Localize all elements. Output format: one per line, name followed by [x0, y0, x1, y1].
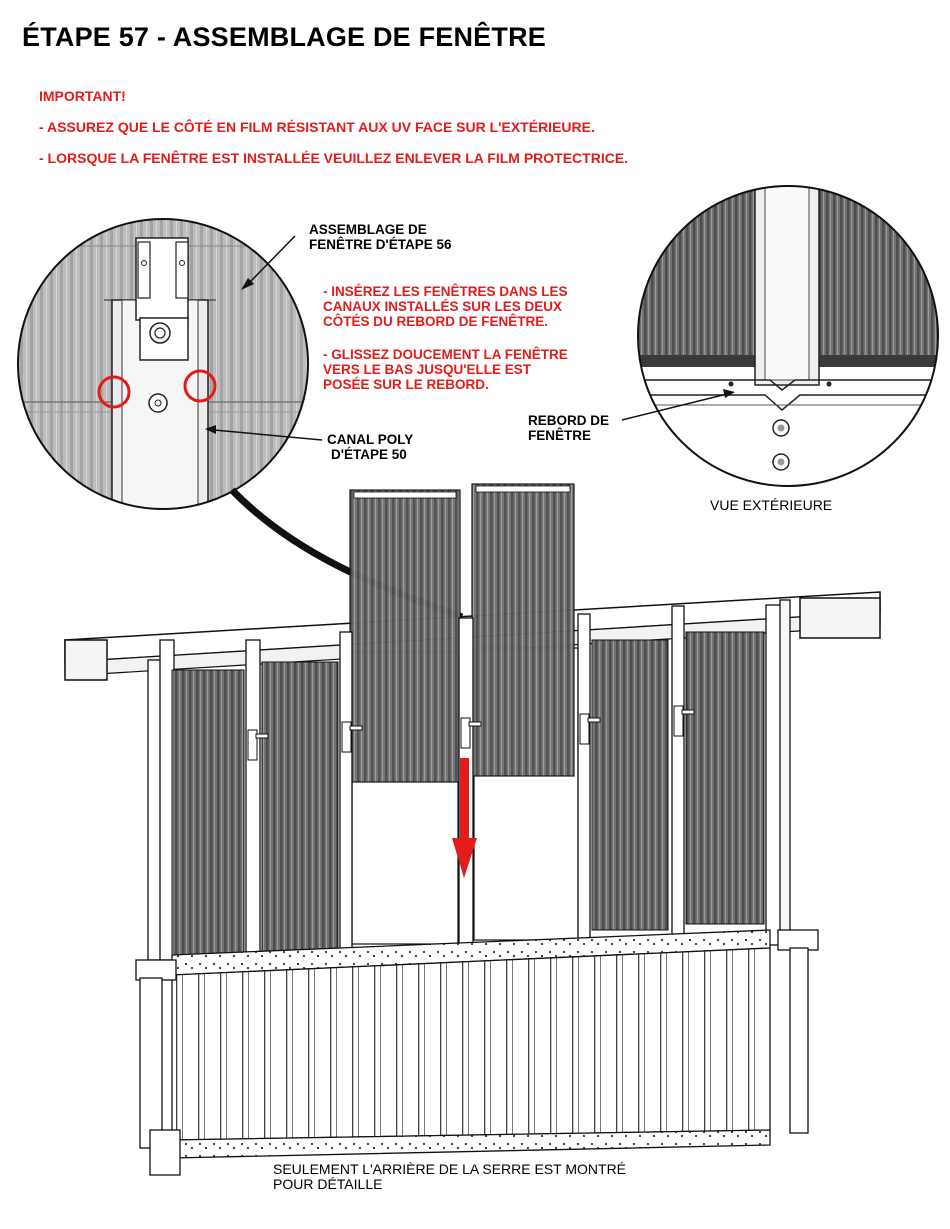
page-title: ÉTAPE 57 - ASSEMBLAGE DE FENÊTRE: [22, 22, 546, 52]
insert-windows-instruction: - INSÉREZ LES FENÊTRES DANS LES CANAUX I…: [323, 284, 568, 329]
callout-window-ledge: REBORD DE FENÊTRE: [528, 413, 610, 443]
slide-window-instruction: - GLISSEZ DOUCEMENT LA FENÊTRE VERS LE B…: [323, 347, 568, 392]
callout-poly-channel: CANAL POLY D'ÉTAPE 50: [327, 432, 414, 462]
detail-circle-left: [18, 219, 308, 509]
callout-assembly-step56: ASSEMBLAGE DE FENÊTRE D'ÉTAPE 56: [309, 222, 452, 252]
footer-note: SEULEMENT L'ARRIÈRE DE LA SERRE EST MONT…: [273, 1161, 627, 1192]
detail-circle-right: [638, 186, 938, 486]
important-heading: IMPORTANT!: [39, 88, 126, 104]
uv-film-note: - ASSUREZ QUE LE CÔTÉ EN FILM RÉSISTANT …: [39, 119, 595, 135]
protective-film-note: - LORSQUE LA FENÊTRE EST INSTALLÉE VEUIL…: [39, 150, 629, 166]
exterior-view-label: VUE EXTÉRIEURE: [710, 497, 833, 513]
greenhouse-back-wall: [64, 483, 881, 1176]
